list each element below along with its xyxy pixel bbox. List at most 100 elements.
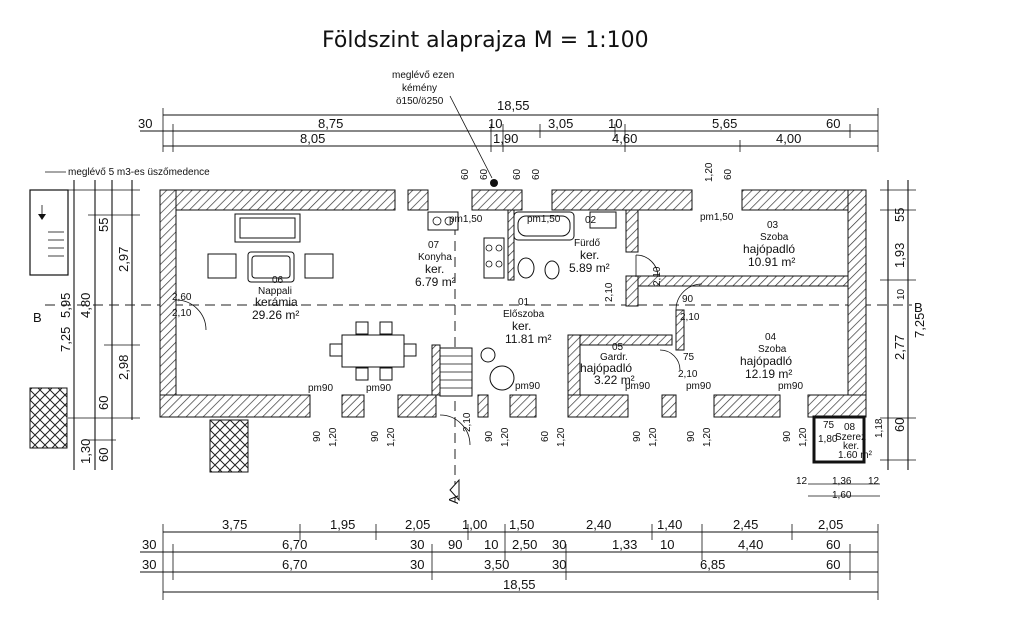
opening-top-1: 60 xyxy=(479,168,490,180)
opening-bottom-9: 1,20 xyxy=(648,427,659,447)
furniture xyxy=(207,211,617,397)
room-05-num: 05 xyxy=(612,342,624,353)
room-03-num: 03 xyxy=(767,220,779,231)
opening-bottom-10: 90 xyxy=(686,430,697,442)
dim-bottom-row1-2: 2,05 xyxy=(405,517,430,532)
room-02-name: Fürdő xyxy=(574,238,601,249)
dim-bottom-row3-3: 3,50 xyxy=(484,557,509,572)
washbasin xyxy=(589,211,617,229)
room-07-name: Konyha xyxy=(418,252,452,263)
dim-left-4: 7,25 xyxy=(58,327,73,352)
door-label-4: 2,10 xyxy=(680,312,700,323)
tank-note-text: meglévő 5 m3-es üszőmedence xyxy=(68,167,210,178)
room-06-num: 06 xyxy=(272,275,284,286)
top-dimension-lines: 18,55 30 8,75 10 3,05 10 5,65 60 8,05 1,… xyxy=(138,98,879,152)
room-03-area: 10.91 m² xyxy=(748,255,795,269)
dim-bottom-row1-6: 1,40 xyxy=(657,517,682,532)
dim-bottom-overall: 18,55 xyxy=(503,577,536,592)
door-label-6: 2,10 xyxy=(678,369,698,380)
room-01-num: 01 xyxy=(518,297,530,308)
dim-top-row3-1: 1,90 xyxy=(493,131,518,146)
dim-top-row2-6: 60 xyxy=(826,116,840,131)
opening-bottom-11: 1,20 xyxy=(702,427,713,447)
dim-bottom-row3-2: 30 xyxy=(410,557,424,572)
dim-right-5: 60 xyxy=(892,418,907,432)
room-03-name: Szoba xyxy=(760,232,789,243)
room-02-floor: ker. xyxy=(580,248,599,262)
door-labels: 2,60 2,10 2,10 2,10 2,10 75 2,10 90 2,10 xyxy=(172,266,700,432)
wc-dim-0: 75 xyxy=(823,420,835,431)
opening-bottom-13: 1,20 xyxy=(798,427,809,447)
opening-bottom-3: 1,20 xyxy=(386,427,397,447)
dim-top-row2-1: 8,75 xyxy=(318,116,343,131)
right-dimension-lines: 55 1,93 10 7,25 2,77 60 1,18 xyxy=(874,180,927,470)
bidet xyxy=(544,260,560,280)
room-03-floor: hajópadló xyxy=(743,242,795,256)
opening-top-4: 1,20 xyxy=(704,162,715,182)
dim-bottom-row3-0: 30 xyxy=(142,557,156,572)
opening-bottom-0: 90 xyxy=(312,430,323,442)
dim-bottom-row2-4: 10 xyxy=(484,537,498,552)
tank-note: meglévő 5 m3-es üszőmedence xyxy=(29,167,210,276)
chimney-note-line-2: kémény xyxy=(402,83,437,94)
parapet-2: pm1,50 xyxy=(700,212,734,223)
room-02-label: 02 Fürdő ker. 5.89 m² xyxy=(569,215,610,275)
section-mark-a: A xyxy=(446,495,461,504)
dim-right-0: 55 xyxy=(892,208,907,222)
room-04-num: 04 xyxy=(765,332,777,343)
left-dimension-lines: 55 2,97 5,95 4,80 7,25 2,98 60 1,30 60 xyxy=(58,180,140,470)
dim-bottom-row2-0: 30 xyxy=(142,537,156,552)
section-mark-b-right: B xyxy=(914,300,923,315)
dim-right-4: 2,77 xyxy=(892,335,907,360)
room-07-area: 6.79 m² xyxy=(415,275,456,289)
dim-top-row2-5: 5,65 xyxy=(712,116,737,131)
bottom-opening-labels: 90 1,20 90 1,20 90 1,20 60 1,20 90 1,20 … xyxy=(312,427,809,447)
opening-bottom-4: 90 xyxy=(484,430,495,442)
dim-bottom-row2-8: 10 xyxy=(660,537,674,552)
tank-icon xyxy=(29,189,69,276)
dim-bottom-row2-6: 30 xyxy=(552,537,566,552)
room-06-floor: kerámia xyxy=(255,295,298,309)
chimney-note-line-3: ö150/ö250 xyxy=(396,96,444,107)
dim-top-row2-0: 30 xyxy=(138,116,152,131)
parapet-3: pm90 xyxy=(308,383,333,394)
dim-bottom-row3-6: 60 xyxy=(826,557,840,572)
door-label-8: 2,10 xyxy=(462,412,473,432)
opening-bottom-5: 1,20 xyxy=(500,427,511,447)
parapet-4: pm90 xyxy=(366,383,391,394)
room-08-num: 08 xyxy=(844,422,856,433)
parapet-5: pm90 xyxy=(625,381,650,392)
door-swings xyxy=(175,254,703,446)
wc-dim-1: 1,80 xyxy=(818,434,838,445)
opening-bottom-1: 1,20 xyxy=(328,427,339,447)
chimney-icon xyxy=(490,179,498,187)
dim-left-0: 55 xyxy=(96,218,111,232)
dining-table xyxy=(341,334,405,368)
room-05-name: Gardr. xyxy=(600,352,628,363)
room-07-floor: ker. xyxy=(425,262,444,276)
stove xyxy=(483,237,505,279)
parapet-8: pm90 xyxy=(515,381,540,392)
dim-top-row2-2: 10 xyxy=(488,116,502,131)
room-05-floor: hajópadló xyxy=(580,361,632,375)
walls xyxy=(159,189,867,418)
br-dim-2: 12 xyxy=(868,476,880,487)
parapet-labels: pm1,50 pm1,50 pm1,50 pm90 pm90 pm90 pm90… xyxy=(308,212,803,394)
top-opening-labels: 60 60 60 60 1,20 60 xyxy=(460,162,734,182)
dim-bottom-row1-7: 2,45 xyxy=(733,517,758,532)
opening-top-5: 60 xyxy=(723,168,734,180)
room-04-area: 12.19 m² xyxy=(745,367,792,381)
dim-bottom-row1-0: 3,75 xyxy=(222,517,247,532)
opening-top-2: 60 xyxy=(512,168,523,180)
br-dim-0: 12 xyxy=(796,476,808,487)
dim-bottom-row2-5: 2,50 xyxy=(512,537,537,552)
dim-bottom-row1-4: 1,50 xyxy=(509,517,534,532)
parapet-1: pm1,50 xyxy=(527,214,561,225)
room-01-floor: ker. xyxy=(512,319,531,333)
dim-left-7: 1,30 xyxy=(78,439,93,464)
dim-right-2: 10 xyxy=(896,288,907,300)
door-label-1: 2,10 xyxy=(172,308,192,319)
room-02-area: 5.89 m² xyxy=(569,261,610,275)
plan-title: Földszint alaprajza M = 1:100 xyxy=(322,28,649,53)
